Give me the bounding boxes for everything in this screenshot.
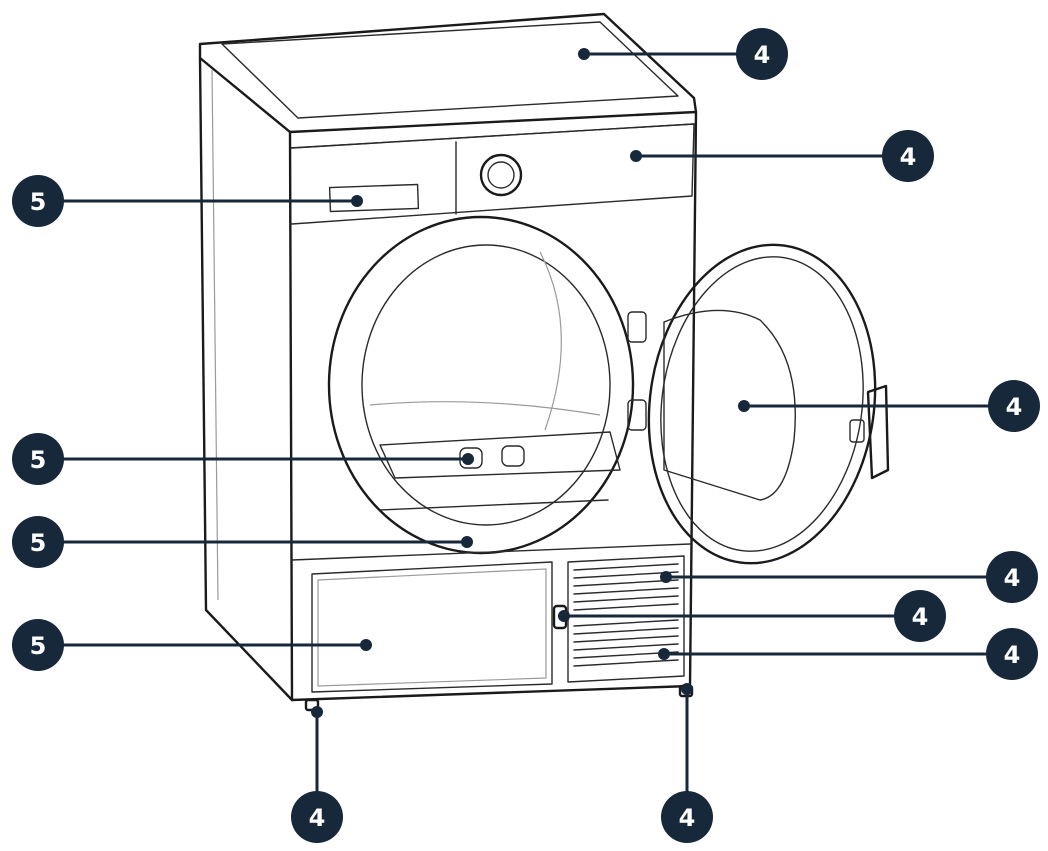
plinth-top-line [291, 543, 691, 561]
pointer-dot [311, 706, 323, 718]
vent-slat [573, 595, 679, 603]
callout-badge [986, 551, 1038, 603]
callout-drum-filter: 5 [12, 433, 474, 485]
pointer-dot [461, 536, 473, 548]
callout-top-cover: 4 [578, 28, 788, 80]
vent-slat [573, 571, 679, 579]
door-hinge-bottom [627, 399, 647, 431]
callout-foot-right: 4 [661, 683, 713, 843]
side-panel [198, 56, 294, 702]
vent-slat [573, 635, 679, 643]
filter-grip-right [501, 445, 525, 467]
vent-slat [573, 643, 679, 651]
door-catch [849, 419, 865, 443]
door-outer-ring [647, 243, 877, 565]
drum-back-arc [539, 251, 562, 431]
vent-grille-outline [567, 555, 685, 683]
pointer-dot [738, 400, 750, 412]
pointer-dot [660, 571, 672, 583]
front-body [288, 110, 698, 702]
front-lower-strip [379, 499, 609, 511]
callout-badge [988, 380, 1040, 432]
callout-plinth-flap: 5 [12, 619, 372, 671]
vent-slat [573, 627, 679, 635]
callout-foot-left: 4 [291, 706, 343, 843]
vent-slat [573, 579, 679, 587]
vent-slats [573, 563, 679, 667]
callout-badge [894, 590, 946, 642]
pointer-dot [360, 639, 372, 651]
door-ring-inner [660, 256, 864, 552]
plinth-flap-inner [317, 568, 547, 687]
vent-slat [573, 563, 679, 571]
callout-badge [882, 130, 934, 182]
callout-badge [12, 433, 64, 485]
callout-number: 4 [900, 143, 917, 171]
vent-slat [573, 603, 679, 611]
callout-number: 4 [754, 41, 771, 69]
drum-rim [361, 244, 611, 526]
callout-door-inner: 4 [738, 380, 1040, 432]
callout-service-latch: 4 [558, 590, 946, 642]
callout-number: 4 [1004, 641, 1021, 669]
program-knob [479, 153, 523, 197]
callout-display: 5 [12, 175, 363, 227]
door-hinge-top [627, 311, 647, 343]
vent-slat [573, 587, 679, 595]
callout-number: 4 [309, 804, 326, 832]
callout-number: 5 [30, 188, 47, 216]
callout-number: 5 [30, 632, 47, 660]
door-opening [327, 215, 635, 555]
open-door [627, 243, 890, 565]
pointer-dot [681, 683, 693, 695]
filter-tray [379, 431, 621, 479]
callout-number: 5 [30, 446, 47, 474]
door-glass [663, 309, 796, 501]
callout-vent-upper: 4 [660, 551, 1038, 603]
plinth-flap-outline [311, 561, 553, 693]
callout-badge [12, 516, 64, 568]
callout-badge [12, 619, 64, 671]
callouts: 4 4 4 4 4 [12, 28, 1040, 843]
callout-number: 4 [1006, 393, 1023, 421]
callout-vent-lower: 4 [658, 628, 1038, 680]
callout-badge [291, 791, 343, 843]
callout-number: 4 [912, 603, 929, 631]
callout-control-panel: 4 [630, 130, 934, 182]
callout-badge [12, 175, 64, 227]
callout-badge [986, 628, 1038, 680]
vent-slat [573, 659, 679, 667]
control-panel-outline [291, 123, 695, 225]
pointer-dot [558, 610, 570, 622]
vent-slat [573, 619, 679, 627]
program-knob-inner [487, 161, 515, 189]
callout-badge [661, 791, 713, 843]
display-window [328, 183, 420, 213]
callout-number: 5 [30, 529, 47, 557]
dryer-illustration [198, 12, 890, 712]
pointer-dot [462, 453, 474, 465]
pointer-dot [658, 648, 670, 660]
callout-badge [736, 28, 788, 80]
top-cover-inner [221, 21, 679, 119]
side-panel-seam [211, 69, 219, 601]
callout-number: 4 [679, 804, 696, 832]
top-cover-outline [198, 12, 698, 134]
callout-number: 4 [1004, 564, 1021, 592]
pointer-dot [630, 150, 642, 162]
pointer-dot [351, 195, 363, 207]
door-handle [866, 384, 890, 480]
drum-rib [369, 401, 601, 416]
callout-front-panel: 5 [12, 516, 473, 568]
pointer-dot [578, 48, 590, 60]
